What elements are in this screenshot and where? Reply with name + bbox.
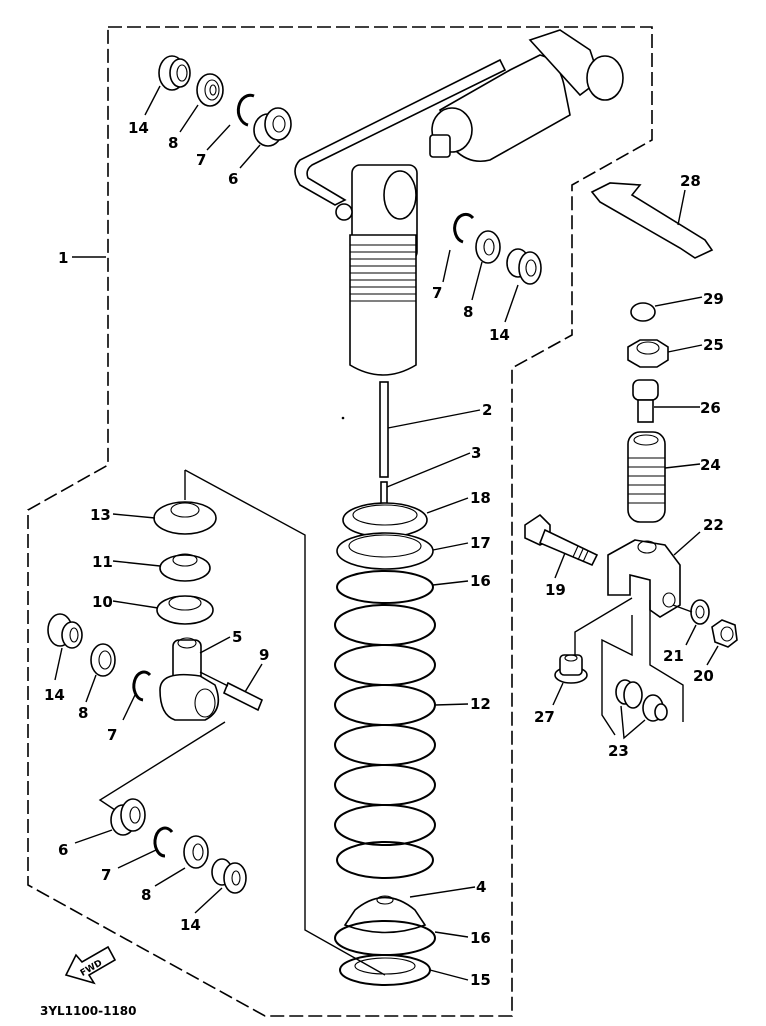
oil-seal-8-bottom[interactable] — [183, 835, 209, 869]
band-28[interactable] — [590, 182, 714, 259]
damper-24[interactable] — [627, 431, 666, 523]
bush-23[interactable] — [615, 679, 668, 722]
callout-13[interactable]: 13 — [90, 506, 111, 524]
callout-24[interactable]: 24 — [700, 456, 721, 474]
oil-seal-8-left[interactable] — [90, 643, 116, 677]
callout-14[interactable]: 14 — [128, 119, 149, 137]
callout-22[interactable]: 22 — [703, 516, 724, 534]
callout-7[interactable]: 7 — [101, 866, 111, 884]
callout-4[interactable]: 4 — [476, 878, 486, 896]
callout-19[interactable]: 19 — [545, 581, 566, 599]
collar-14-left[interactable] — [47, 613, 83, 649]
oil-seal-8-top[interactable] — [196, 73, 224, 107]
callout-label: 1 — [58, 249, 68, 267]
callout-8[interactable]: 8 — [141, 886, 151, 904]
circlip-7-bottom[interactable] — [153, 826, 174, 858]
callout-16[interactable]: 16 — [470, 929, 491, 947]
circlip-7-left[interactable] — [132, 670, 152, 702]
adjuster-17[interactable] — [336, 532, 434, 570]
bracket-22[interactable] — [607, 539, 681, 618]
callout-28[interactable]: 28 — [680, 172, 701, 190]
callout-16[interactable]: 16 — [470, 572, 491, 590]
callout-14[interactable]: 14 — [489, 326, 510, 344]
stopper-15[interactable] — [339, 954, 431, 986]
shock-body[interactable] — [335, 164, 418, 376]
spring-guide-16-top[interactable] — [336, 570, 434, 604]
callout-11[interactable]: 11 — [92, 553, 113, 571]
circlip-7-right[interactable] — [453, 212, 475, 244]
drawing-code: 3YL1100-1180 — [40, 1004, 136, 1018]
callout-26[interactable]: 26 — [700, 399, 721, 417]
linkage-leader-lower — [98, 721, 226, 811]
callout-7[interactable]: 7 — [432, 284, 442, 302]
callout-1[interactable]: 1 — [58, 249, 106, 267]
callout-27[interactable]: 27 — [534, 708, 555, 726]
pin-9[interactable] — [222, 681, 264, 712]
cap-29[interactable] — [630, 302, 656, 322]
shock-reservoir[interactable] — [294, 29, 624, 206]
circlip-7-top[interactable] — [236, 93, 255, 127]
callout-21[interactable]: 21 — [663, 647, 684, 665]
collar-14-right[interactable] — [506, 248, 542, 285]
callout-14[interactable]: 14 — [180, 916, 201, 934]
stopper-10[interactable] — [156, 595, 214, 625]
callout-15[interactable]: 15 — [470, 971, 491, 989]
callout-6[interactable]: 6 — [58, 841, 68, 859]
callout-8[interactable]: 8 — [78, 704, 88, 722]
callout-3[interactable]: 3 — [471, 444, 481, 462]
ink-dot — [341, 416, 345, 420]
callout-18[interactable]: 18 — [470, 489, 491, 507]
collar-14-top[interactable] — [158, 55, 191, 91]
callout-8[interactable]: 8 — [463, 303, 473, 321]
forward-direction-arrow: FWD — [64, 945, 117, 985]
rod-2[interactable] — [379, 381, 389, 478]
washer-21[interactable] — [690, 599, 710, 625]
bolt-26[interactable] — [632, 379, 659, 423]
callout-14[interactable]: 14 — [44, 686, 65, 704]
callout-7[interactable]: 7 — [196, 151, 206, 169]
locknut-18[interactable] — [342, 502, 428, 538]
callout-6[interactable]: 6 — [228, 170, 238, 188]
linkage-subgroup-boundary — [184, 469, 386, 976]
assembly-boundary — [27, 26, 653, 1017]
nut-20[interactable] — [711, 619, 738, 648]
callout-9[interactable]: 9 — [259, 646, 269, 664]
bolt-19[interactable] — [524, 513, 599, 567]
nut-25[interactable] — [627, 339, 669, 368]
callout-20[interactable]: 20 — [693, 667, 714, 685]
collar-27[interactable] — [554, 654, 588, 684]
callout-8[interactable]: 8 — [168, 134, 178, 152]
callout-5[interactable]: 5 — [232, 628, 242, 646]
bearing-6-bottom[interactable] — [110, 798, 146, 836]
callout-25[interactable]: 25 — [703, 336, 724, 354]
joint-5[interactable] — [159, 637, 220, 721]
spring-12[interactable] — [334, 604, 436, 879]
cover-13[interactable] — [153, 501, 217, 535]
callout-17[interactable]: 17 — [470, 534, 491, 552]
callout-2[interactable]: 2 — [482, 401, 492, 419]
callout-23[interactable]: 23 — [608, 742, 629, 760]
pin-3[interactable] — [380, 481, 388, 505]
spring-seat-4[interactable] — [343, 895, 427, 934]
callout-29[interactable]: 29 — [703, 290, 724, 308]
callout-12[interactable]: 12 — [470, 695, 491, 713]
oil-seal-8-right[interactable] — [475, 230, 501, 264]
callout-10[interactable]: 10 — [92, 593, 113, 611]
callout-7[interactable]: 7 — [107, 726, 117, 744]
collar-14-bottom[interactable] — [211, 858, 247, 894]
bumper-11[interactable] — [159, 553, 211, 582]
bearing-6-top[interactable] — [253, 107, 292, 147]
